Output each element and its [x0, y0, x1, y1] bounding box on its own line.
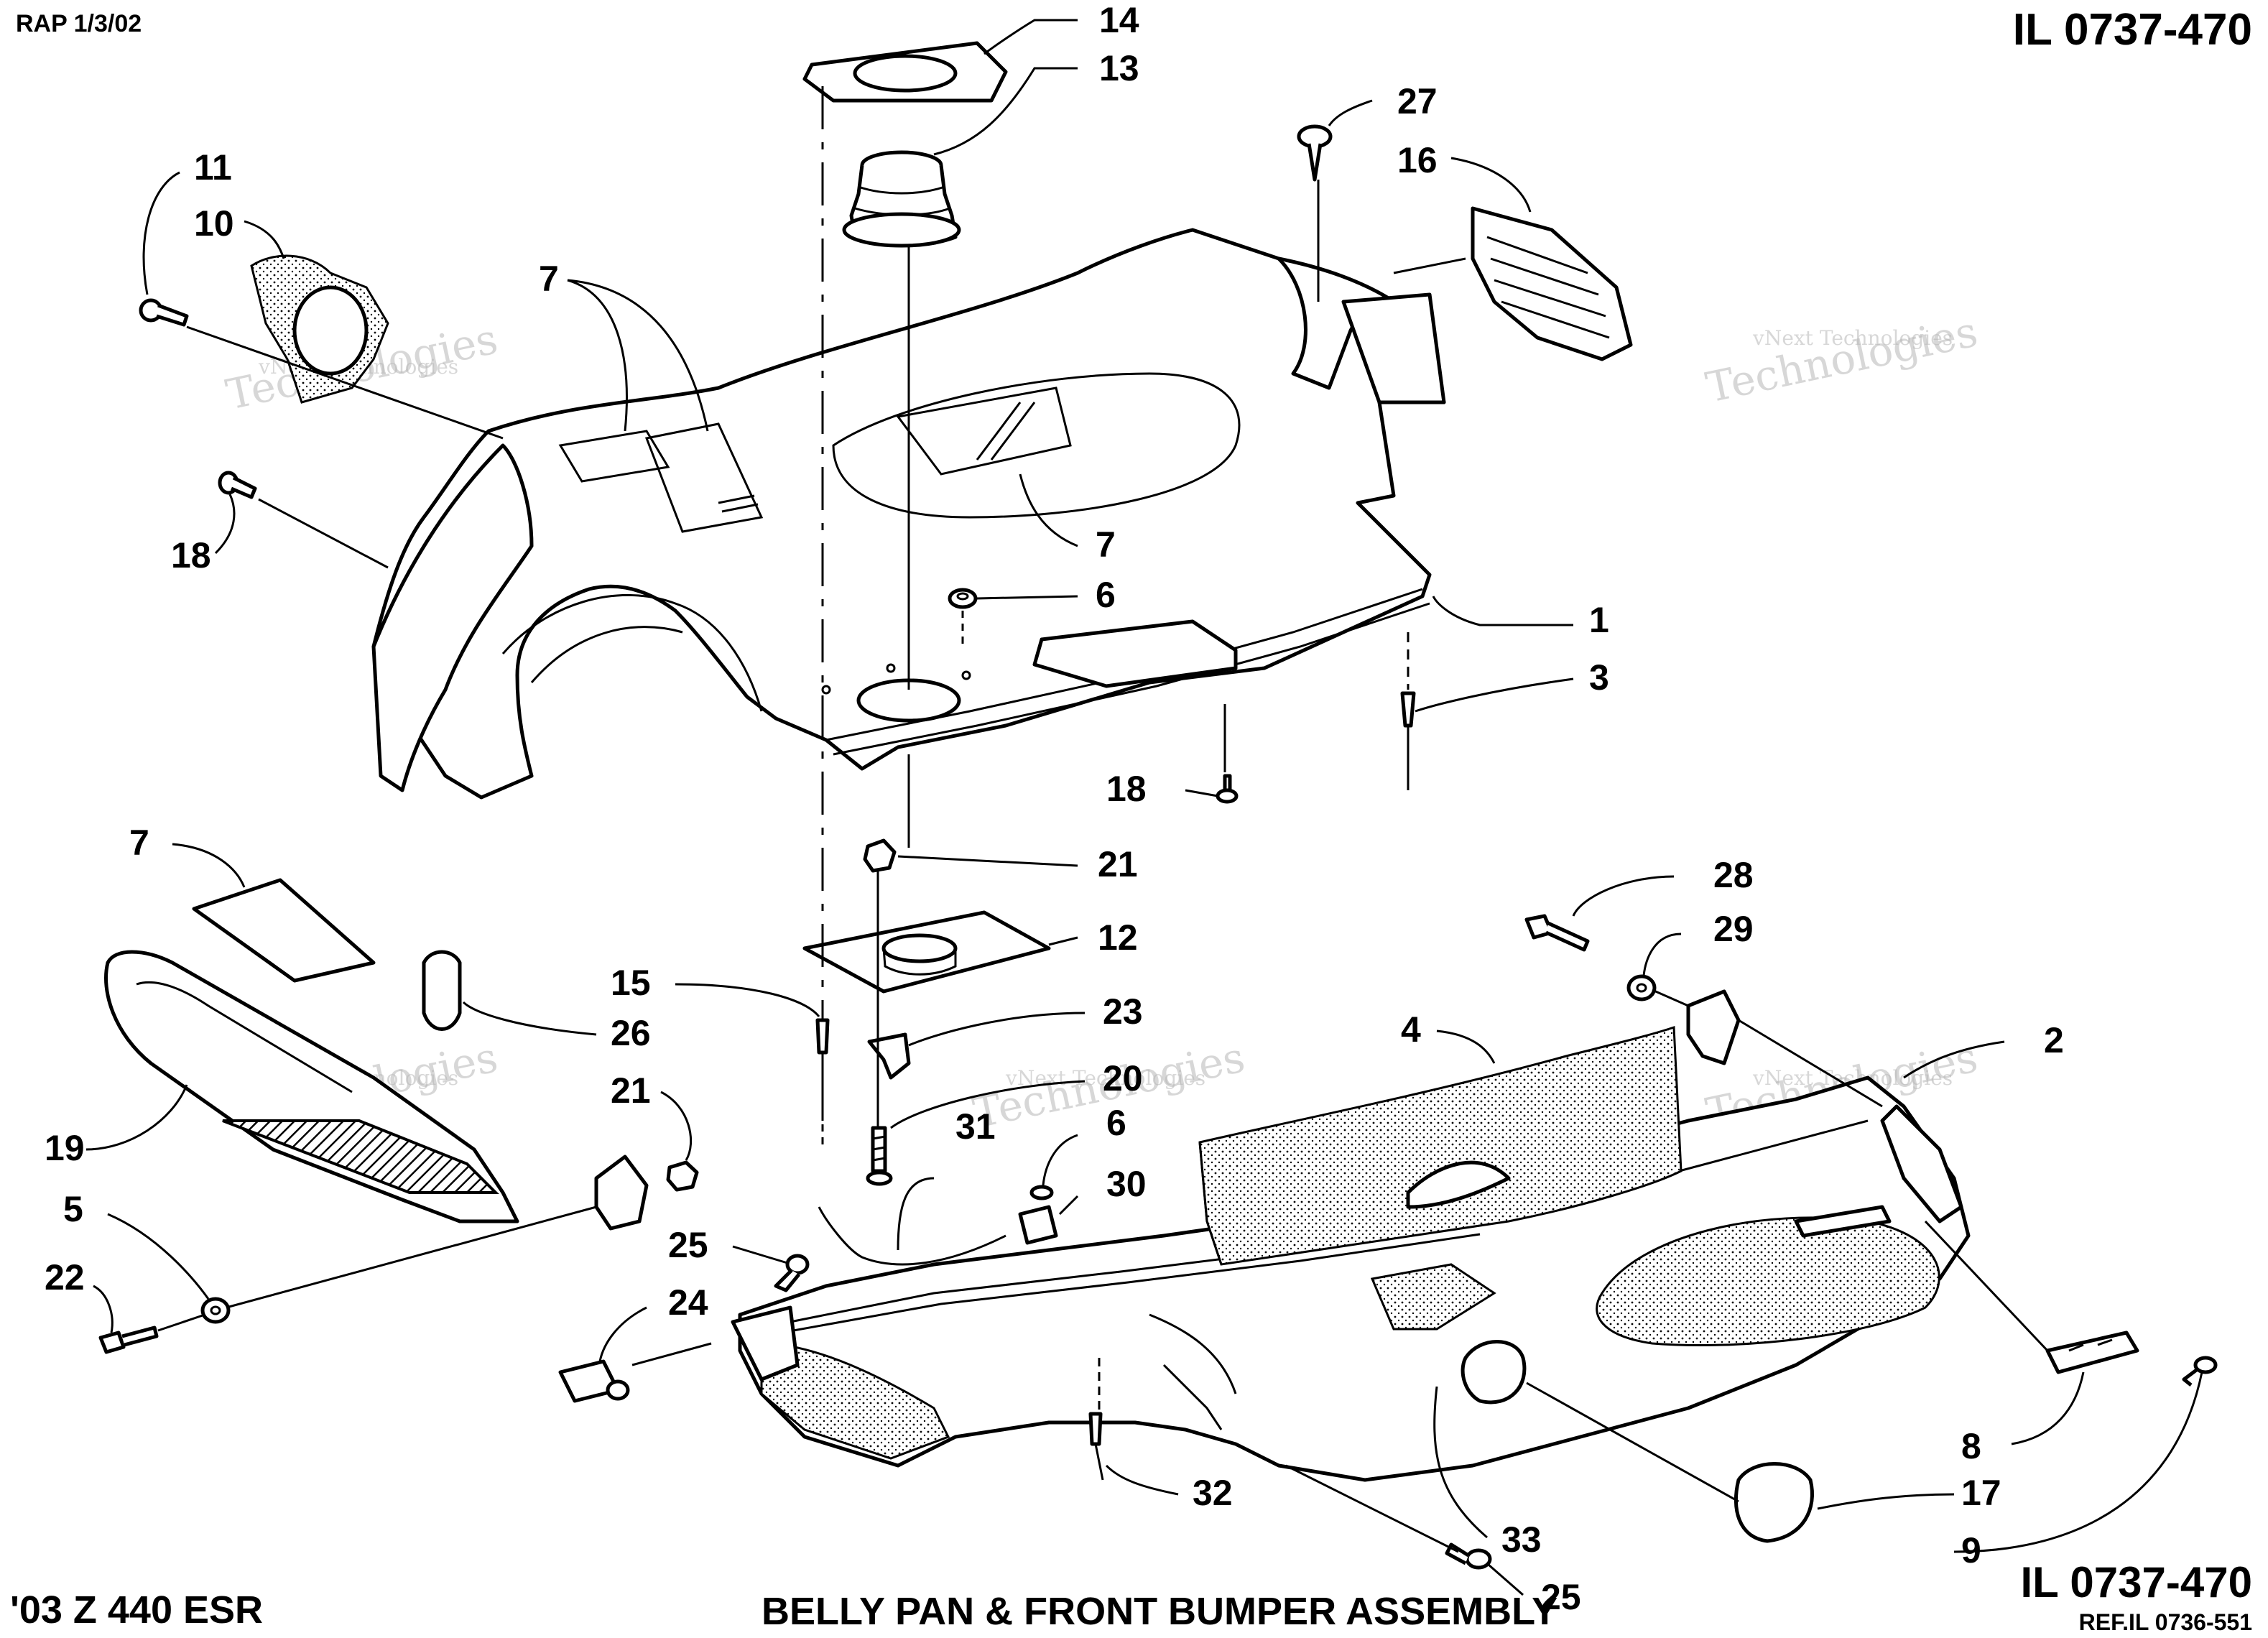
callout-label: 17	[1961, 1473, 2001, 1513]
bumper-bracket	[594, 1155, 649, 1231]
part-13-rubber-boot	[842, 150, 961, 248]
part-25-screw-upper	[774, 1254, 810, 1292]
part-25-screw-lower	[1445, 1542, 1492, 1570]
part-24-clip-nut	[558, 1359, 630, 1403]
callout-label: 5	[63, 1189, 83, 1229]
callout-label: 32	[1193, 1473, 1233, 1513]
callout-label: 6	[1106, 1103, 1126, 1143]
callout-label: 19	[45, 1128, 85, 1168]
part-29-washer	[1626, 974, 1657, 1001]
part-14-gasket-plate	[802, 41, 1008, 103]
part-7-decal-left	[192, 878, 376, 983]
centerlines	[157, 86, 2049, 1553]
leader-lines	[85, 19, 2203, 1596]
callout-label: 20	[1103, 1058, 1143, 1098]
part-21-nut-lower	[666, 1160, 699, 1192]
part-3-rivet	[1400, 691, 1416, 790]
callout-label: 9	[1961, 1530, 1981, 1570]
part-32-rivet	[1088, 1412, 1104, 1481]
callout-label: 15	[611, 963, 651, 1003]
part-2-bracket	[1686, 989, 1741, 1065]
callout-label: 18	[1106, 769, 1147, 809]
part-16-vent-grille	[1471, 206, 1633, 361]
callout-label: 7	[129, 823, 149, 863]
part-6-grommet-upper	[948, 588, 978, 609]
part-26-clip	[422, 950, 462, 1031]
callout-label: 30	[1106, 1164, 1147, 1204]
header-right-code: IL 0737-470	[2012, 5, 2252, 55]
part-27-screw	[1297, 124, 1333, 182]
part-11-bolt	[139, 298, 189, 327]
callout-label: 6	[1096, 575, 1116, 615]
callout-label: 21	[1098, 844, 1138, 884]
callout-label: 14	[1099, 0, 1139, 40]
header-left-code: RAP 1/3/02	[16, 10, 142, 37]
part-30-clip	[1018, 1185, 1058, 1245]
part-8-screw	[2182, 1356, 2218, 1387]
part-4-foam-block	[1198, 1025, 1683, 1266]
callout-label: 13	[1099, 48, 1139, 88]
callout-label: 26	[611, 1013, 651, 1053]
callout-label: 33	[1501, 1519, 1542, 1560]
callout-label: 2	[2044, 1020, 2064, 1060]
part-9-plug	[1734, 1462, 1814, 1543]
watermark-text: vNext Technologies	[1752, 326, 1953, 350]
part-28-bolt	[1524, 914, 1590, 952]
callout-label: 31	[955, 1106, 996, 1147]
part-23-clip	[867, 1032, 911, 1080]
part-15-rivet	[815, 1018, 830, 1121]
callout-label: 25	[1541, 1577, 1581, 1617]
callout-label: 7	[1096, 524, 1116, 565]
part-31-cable	[818, 1206, 1006, 1266]
part-18-bolt-middle	[1216, 774, 1239, 804]
callout-label: 12	[1098, 917, 1138, 958]
callout-label: 3	[1589, 657, 1609, 698]
callout-label: 11	[194, 147, 232, 188]
callout-label: 7	[539, 259, 559, 299]
callout-label: 18	[171, 535, 211, 575]
part-21-nut-upper	[863, 838, 897, 873]
part-12-mounting-plate	[802, 910, 1051, 994]
callout-label: 29	[1713, 909, 1754, 949]
callout-label: 24	[668, 1282, 708, 1323]
callout-numbers: 14 13 27 16 11 10 7 18 7 6 1 3 18 7 21 1…	[45, 0, 2064, 1617]
callout-label: 16	[1397, 140, 1438, 180]
footer-title: BELLY PAN & FRONT BUMPER ASSEMBLY	[762, 1590, 1558, 1633]
footer-ref: REF.IL 0736-551	[2078, 1609, 2252, 1635]
footer-model: '03 Z 440 ESR	[10, 1588, 264, 1632]
part-5-washer	[200, 1297, 231, 1324]
part-8-reflector	[2045, 1331, 2139, 1374]
watermark-text: Technologies	[1702, 307, 1982, 412]
callout-label: 4	[1401, 1009, 1421, 1050]
part-22-bolt	[98, 1325, 159, 1354]
callout-label: 27	[1397, 81, 1438, 121]
part-20-bolt	[866, 1126, 893, 1186]
part-19-front-bumper	[104, 950, 519, 1223]
callout-label: 8	[1961, 1426, 1981, 1466]
callout-label: 10	[194, 203, 234, 244]
callout-label: 25	[668, 1225, 708, 1265]
part-10-sensor-housing	[250, 254, 389, 404]
callout-label: 22	[45, 1257, 85, 1297]
part-18-bolt-upper	[218, 471, 257, 499]
callout-label: 28	[1713, 855, 1754, 895]
callout-label: 1	[1589, 600, 1609, 640]
callout-label: 21	[611, 1070, 651, 1111]
footer-right-code: IL 0737-470	[2020, 1558, 2252, 1606]
callout-label: 23	[1103, 991, 1143, 1032]
